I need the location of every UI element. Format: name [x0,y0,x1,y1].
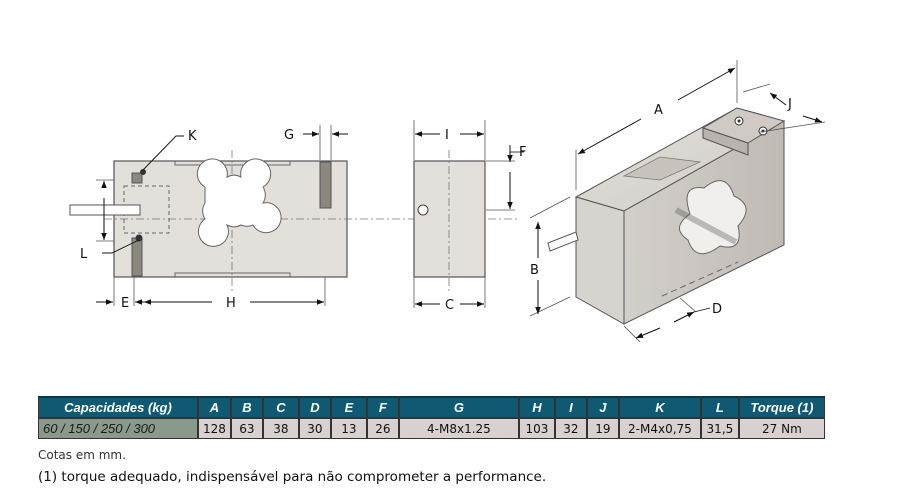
label-f: F [519,145,526,160]
units-note: Cotas em mm. [38,448,126,462]
header-capacidades: Capacidades (kg) [38,396,198,418]
cell-e: 13 [330,418,367,439]
header-i: I [554,396,587,418]
cell-l: 31,5 [700,418,739,439]
label-g: G [284,128,294,143]
label-a: A [654,103,663,118]
label-k: K [188,129,197,144]
header-g: G [398,396,519,418]
header-e: E [330,396,367,418]
cell-b: 63 [230,418,263,439]
label-c: C [445,298,454,313]
cell-torque: 27 Nm [738,418,825,439]
header-c: C [262,396,299,418]
label-j: J [787,97,792,112]
header-h: H [518,396,555,418]
table-row: 60 / 150 / 250 / 300 128 63 38 30 13 26 … [38,418,825,439]
label-i: I [445,128,449,143]
label-l: L [80,247,88,262]
cell-g: 4-M8x1.25 [398,418,519,439]
header-torque: Torque (1) [738,396,825,418]
header-k: K [618,396,701,418]
table-header-row: Capacidades (kg) A B C D E F G H I J K L… [38,396,825,418]
header-j: J [586,396,619,418]
spec-table: Capacidades (kg) A B C D E F G H I J K L… [38,396,825,439]
cell-k: 2-M4x0,75 [618,418,701,439]
label-b: B [530,263,539,278]
header-d: D [298,396,331,418]
cell-f: 26 [366,418,399,439]
label-h: H [226,296,236,311]
header-f: F [366,396,399,418]
header-a: A [198,396,231,418]
header-l: L [700,396,739,418]
label-d: D [712,302,722,317]
isometric-view [529,60,826,343]
cell-h: 103 [518,418,555,439]
cell-i: 32 [554,418,587,439]
cell-d: 30 [298,418,331,439]
cell-c: 38 [262,418,299,439]
top-view [69,125,520,306]
cell-a: 128 [198,418,231,439]
side-view [413,120,524,308]
label-e: E [121,296,129,311]
header-b: B [230,396,263,418]
torque-note: (1) torque adequado, indispensável para … [38,469,547,485]
cell-j: 19 [586,418,619,439]
cell-capacidades: 60 / 150 / 250 / 300 [38,418,198,439]
technical-drawing: K G I F J A L E H C B D [69,60,826,343]
